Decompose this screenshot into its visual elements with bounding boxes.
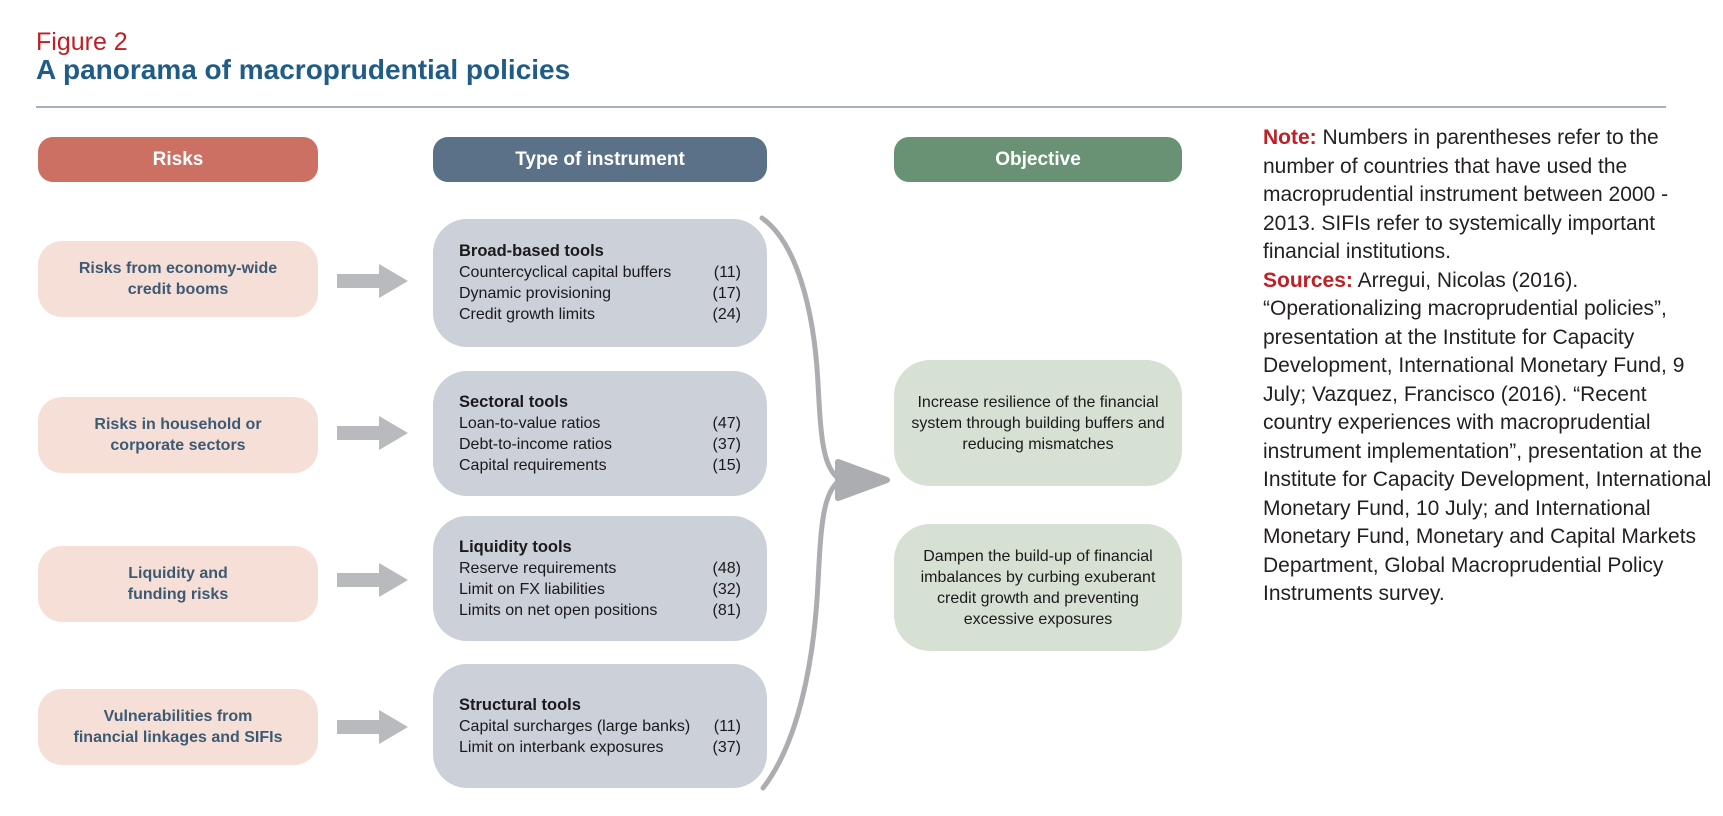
objective-box-increase-resilience: Increase resilience of the financial sys… <box>894 360 1182 486</box>
instrument-name: Capital surcharges (large banks) <box>459 717 691 735</box>
instrument-count: (11) <box>713 264 741 281</box>
instrument-name: Loan-to-value ratios <box>459 414 601 432</box>
instrument-item: Capital requirements (15) <box>459 455 741 476</box>
instrument-name: Limit on interbank exposures <box>459 738 664 756</box>
instrument-name: Limit on FX liabilities <box>459 580 605 598</box>
title-divider <box>36 106 1666 108</box>
instrument-count: (37) <box>712 435 741 453</box>
risk-label-line: Risks in household or <box>94 416 262 433</box>
risk-label-line: funding risks <box>127 586 229 603</box>
risk-box-household-corporate: Risks in household or corporate sectors <box>38 397 318 473</box>
instrument-count: (47) <box>712 414 741 432</box>
arrow-right-icon <box>337 710 408 744</box>
risk-box-liquidity-funding: Liquidity and funding risks <box>38 546 318 622</box>
risk-label-line: Liquidity and <box>128 565 228 582</box>
instrument-count: (11) <box>713 717 741 735</box>
figure-title: A panorama of macroprudential policies <box>36 54 571 85</box>
instrument-name: Credit growth limits <box>459 306 596 323</box>
instrument-item: Loan-to-value ratios (47) <box>459 413 741 434</box>
risk-label-line: financial linkages and SIFIs <box>73 729 283 746</box>
instrument-box-sectoral-tools: Sectoral tools Loan-to-value ratios (47)… <box>433 371 767 496</box>
sources-label: Sources: <box>1263 268 1353 292</box>
instrument-name: Countercyclical capital buffers <box>459 264 672 281</box>
instrument-box-liquidity-tools: Liquidity tools Reserve requirements (48… <box>433 516 767 641</box>
instrument-name: Reserve requirements <box>459 559 617 577</box>
risk-box-financial-linkages-sifis: Vulnerabilities from financial linkages … <box>38 689 318 765</box>
instrument-box-structural-tools: Structural tools Capital surcharges (lar… <box>433 664 767 788</box>
brace-merge-arrow-icon <box>759 215 890 791</box>
instrument-count: (17) <box>712 285 741 302</box>
instrument-group-title: Liquidity tools <box>459 537 572 556</box>
instrument-count: (81) <box>712 601 741 619</box>
instrument-item: Capital surcharges (large banks) (11) <box>459 716 741 737</box>
instrument-name: Debt-to-income ratios <box>459 435 612 453</box>
note-sources-block: Note: Numbers in parentheses refer to th… <box>1263 124 1715 609</box>
instrument-count: (24) <box>712 306 741 323</box>
instrument-group-title: Structural tools <box>459 695 581 714</box>
risk-label-line: Risks from economy-wide <box>78 260 278 277</box>
instrument-name: Capital requirements <box>459 456 607 474</box>
risk-label-line: corporate sectors <box>110 437 246 454</box>
objective-box-dampen-imbalances: Dampen the build-up of financial imbalan… <box>894 524 1182 651</box>
column-header-risks: Risks <box>38 137 318 182</box>
instrument-count: (15) <box>712 456 741 474</box>
arrow-right-icon <box>337 264 408 298</box>
instrument-item: Limit on interbank exposures (37) <box>459 737 741 758</box>
note-paragraph: Note: Numbers in parentheses refer to th… <box>1263 124 1715 267</box>
risk-label-line: credit booms <box>127 281 229 298</box>
instrument-item: Reserve requirements (48) <box>459 558 741 579</box>
sources-text: Arregui, Nicolas (2016). “Operationalizi… <box>1263 268 1712 606</box>
arrow-right-icon <box>337 563 408 597</box>
risk-label-line: Vulnerabilities from <box>103 708 253 725</box>
instrument-group-title: Broad-based tools <box>459 242 604 260</box>
instrument-item: Debt-to-income ratios (37) <box>459 434 741 455</box>
instrument-item: Dynamic provisioning (17) <box>459 283 741 304</box>
objective-text: Dampen the build-up of financial imbalan… <box>920 547 1156 628</box>
instrument-name: Limits on net open positions <box>459 601 658 619</box>
instrument-item: Limit on FX liabilities (32) <box>459 579 741 600</box>
instrument-box-broad-based-tools: Broad-based tools Countercyclical capita… <box>433 219 767 347</box>
sources-paragraph: Sources: Arregui, Nicolas (2016). “Opera… <box>1263 267 1715 609</box>
instrument-count: (48) <box>712 559 741 577</box>
instrument-name: Dynamic provisioning <box>459 285 612 302</box>
instrument-group-title: Sectoral tools <box>459 392 569 411</box>
column-header-type-of-instrument: Type of instrument <box>433 137 767 182</box>
instrument-item: Credit growth limits (24) <box>459 304 741 325</box>
objective-text: Increase resilience of the financial sys… <box>911 393 1165 453</box>
instrument-count: (37) <box>712 738 741 756</box>
note-label: Note: <box>1263 126 1317 149</box>
instrument-item: Countercyclical capital buffers (11) <box>459 262 741 283</box>
risk-box-economy-wide-credit-booms: Risks from economy-wide credit booms <box>38 241 318 317</box>
arrow-right-icon <box>337 416 408 450</box>
column-header-objective: Objective <box>894 137 1182 182</box>
instrument-item: Limits on net open positions (81) <box>459 600 741 621</box>
figure-label: Figure 2 <box>36 28 128 56</box>
note-text: Numbers in parentheses refer to the numb… <box>1263 126 1669 263</box>
instrument-count: (32) <box>712 580 741 598</box>
